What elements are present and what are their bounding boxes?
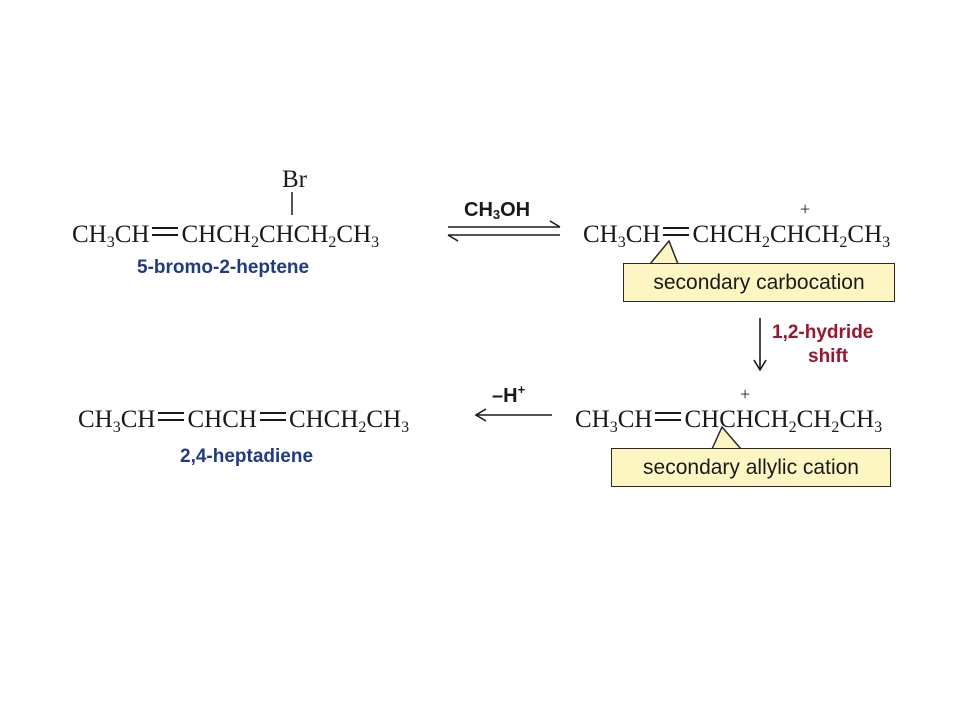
carbocation-label: secondary carbocation: [623, 263, 895, 302]
deprotonation-reagent: –H+: [492, 382, 526, 407]
hydride-shift-arrow: [753, 318, 767, 372]
reactant-name: 5-bromo-2-heptene: [137, 257, 310, 278]
hydride-shift-label: 1,2-hydride shift: [772, 322, 874, 367]
bromine-substituent: Br: [282, 166, 307, 193]
double-bond: [158, 412, 185, 421]
deprotonation-arrow: [474, 408, 552, 422]
methanol-reagent: CH3OH: [464, 199, 531, 222]
double-bond: [663, 227, 690, 236]
allylic-cation-label: secondary allylic cation: [611, 448, 891, 487]
allylic-cation-charge: +: [740, 384, 751, 404]
double-bond: [259, 412, 286, 421]
double-bond: [655, 412, 682, 421]
double-bond: [152, 227, 179, 236]
carbocation-charge: +: [800, 199, 811, 219]
product-name: 2,4-heptadiene: [180, 446, 314, 467]
equilibrium-arrow: [447, 220, 561, 242]
